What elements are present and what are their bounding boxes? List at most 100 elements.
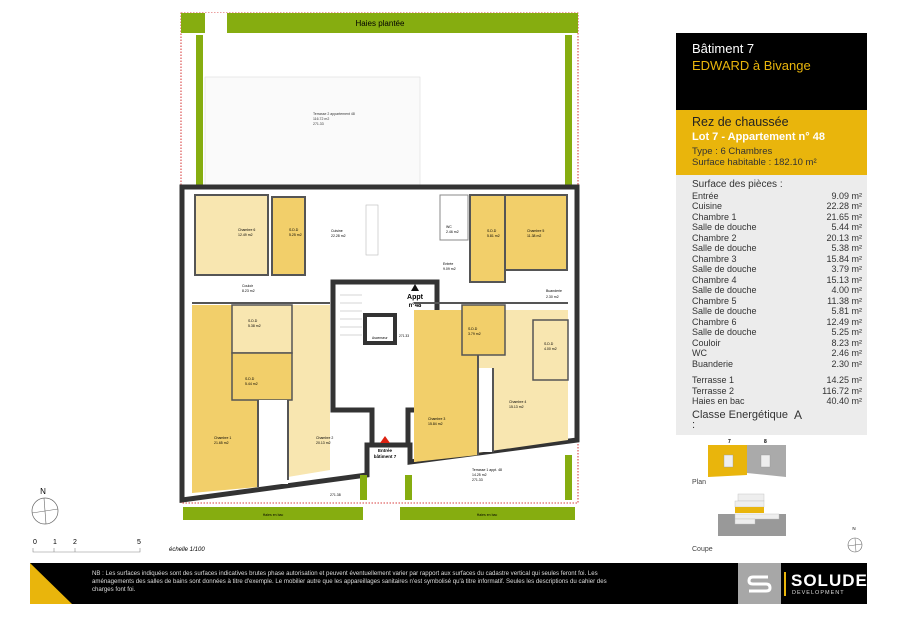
scale-tick-5: 5	[137, 539, 141, 546]
brand-subtitle: DEVELOPMENT	[792, 590, 845, 596]
label-entree: Entrée	[443, 262, 453, 266]
section-current-floor	[735, 507, 764, 513]
terrace-1-label: Terrasse 1 appt. 48	[472, 468, 502, 472]
room-name: Chambre 6	[692, 316, 737, 327]
room-name: Chambre 5	[692, 295, 737, 306]
room-area: 9.09 m²	[831, 190, 862, 201]
label-buanderie: Buanderie	[546, 289, 562, 293]
room-name: Terrasse 2	[692, 385, 735, 396]
room-area: 15.84 m²	[826, 253, 862, 264]
interior-walls	[192, 302, 568, 487]
room-area: 4.00 m²	[831, 285, 862, 295]
logo-s-icon	[747, 575, 772, 593]
area-sdd-3: 3.79 m2	[468, 332, 481, 336]
elevation-left: 271.38	[330, 493, 341, 497]
label-sdd-2: S.D.D	[248, 319, 258, 323]
area-entree: 9.09 m2	[443, 267, 456, 271]
label-chambre-4: Chambre 4	[509, 400, 526, 404]
area-sdd-6: 5.25 m2	[289, 233, 302, 237]
keyplan-building-8: 8	[764, 439, 767, 445]
label-chambre-3: Chambre 3	[428, 417, 445, 421]
label-appt-number: n°48	[409, 303, 422, 309]
hedge-bottom-left	[183, 507, 363, 520]
label-sdd-1: S.D.D	[245, 377, 255, 381]
logo-divider	[784, 572, 786, 596]
disclaimer-note: NB : Les surfaces indiquées sont des sur…	[92, 570, 607, 593]
room-name: Chambre 4	[692, 274, 737, 285]
area-chambre-3: 15.84 m2	[428, 422, 443, 426]
room-name: Salle de douche	[692, 264, 757, 274]
room-area: 21.65 m²	[826, 211, 862, 222]
label-appt: Appt	[407, 294, 424, 301]
label-cuisine: Cuisine	[331, 229, 343, 233]
footer: NB : Les surfaces indiquées sont des sur…	[30, 563, 880, 604]
dressing	[258, 400, 288, 484]
energy-class: Classe Energétique :A	[692, 409, 862, 431]
surface-habitable: Surface habitable : 182.10 m²	[692, 157, 817, 168]
room-area: 3.79 m²	[831, 264, 862, 274]
terrace-2-paving	[204, 76, 421, 188]
room-sdd-4	[532, 319, 569, 381]
label-chambre-2: Chambre 2	[316, 436, 333, 440]
room-name: Buanderie	[692, 358, 734, 369]
room-area: 20.13 m²	[826, 232, 862, 243]
room-name: Salle de douche	[692, 285, 757, 295]
label-wc: WC	[446, 225, 452, 229]
scale-label: échelle 1/100	[169, 547, 205, 553]
room-area: 2.30 m²	[831, 358, 862, 369]
scale-tick-2: 2	[73, 539, 77, 546]
soludec-logo-mark	[738, 563, 781, 604]
keyplan-building-7: 7	[728, 439, 731, 445]
room-wc	[439, 194, 469, 241]
keyplan-coupe-label: Coupe	[692, 546, 713, 553]
gate	[205, 13, 227, 33]
room-sdd-1	[231, 352, 293, 401]
north-label: N	[40, 487, 46, 496]
room-sdd-2	[231, 304, 293, 354]
area-cuisine: 22.28 m2	[331, 234, 346, 238]
dining-table	[365, 204, 379, 256]
terrace-2-label: Terrasse 2 appartement 48	[313, 112, 355, 116]
hedge-bottom-left-label: Haies en bac	[263, 513, 284, 517]
label-sdd-6: S.D.D	[289, 228, 299, 232]
room-area: 14.25 m²	[826, 375, 862, 385]
room-area: 5.25 m²	[831, 327, 862, 337]
room-row: Buanderie 2.30 m²	[692, 359, 862, 370]
accent-triangle	[30, 563, 72, 604]
area-chambre-4: 15.13 m2	[509, 405, 524, 409]
terrace-2-elevation: 271.33	[313, 122, 324, 126]
label-entree-batiment-2: bâtiment 7	[374, 454, 397, 459]
label-chambre-1: Chambre 1	[214, 436, 231, 440]
label-sdd-5: S.D.D	[487, 229, 497, 233]
room-area: 40.40 m²	[826, 396, 862, 406]
building-entry-arrow-icon	[380, 436, 390, 443]
label-ascenseur: Ascenseur	[372, 336, 388, 340]
room-area: 12.49 m²	[826, 316, 862, 327]
area-sdd-4: 4.00 m2	[544, 347, 557, 351]
room-area: 5.38 m²	[831, 243, 862, 253]
apartment-entry-arrow-icon	[411, 284, 419, 291]
hedge-bottom-right	[400, 507, 575, 520]
hedge-left	[196, 35, 203, 187]
area-buanderie: 2.30 m2	[546, 295, 559, 299]
rooms-title: Surface des pièces :	[692, 179, 783, 190]
room-name: WC	[692, 348, 707, 358]
room-name: Salle de douche	[692, 222, 757, 232]
room-area: 5.81 m²	[831, 306, 862, 316]
keyplan-plan-label: Plan	[692, 479, 706, 486]
area-wc: 2.46 m2	[446, 230, 459, 234]
hedge-top	[181, 13, 578, 33]
area-chambre-5: 11.38 m2	[527, 234, 541, 238]
